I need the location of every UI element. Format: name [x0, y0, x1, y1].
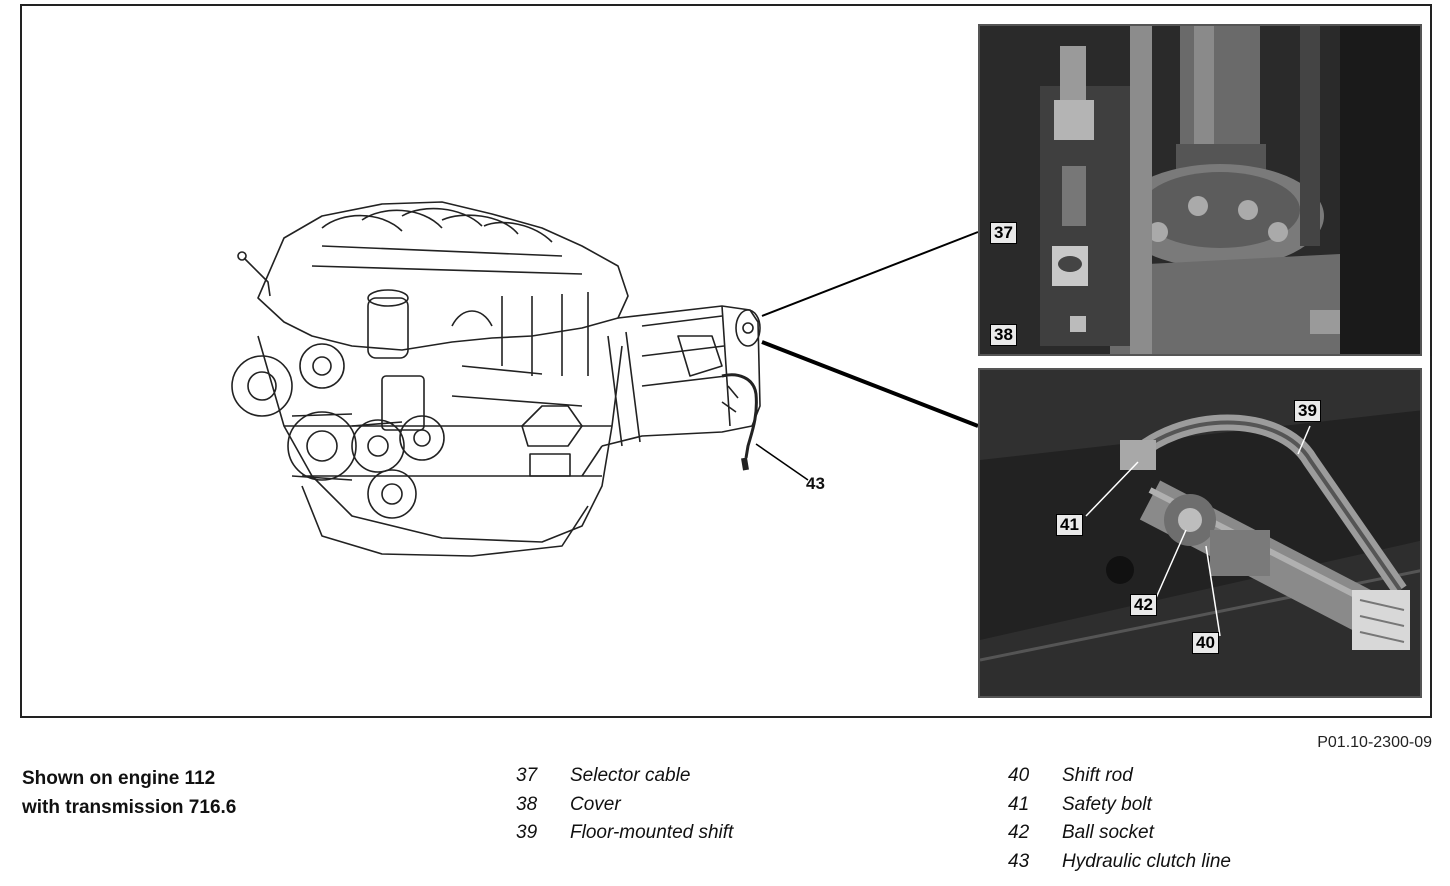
callout-37: 37: [990, 222, 1017, 244]
legend-label: Hydraulic clutch line: [1062, 850, 1231, 872]
legend-item: 37 Selector cable: [516, 762, 733, 791]
legend-number: 43: [1008, 850, 1030, 872]
legend-number: 38: [516, 793, 538, 815]
legend-label: Cover: [570, 793, 621, 815]
caption-line-1: Shown on engine 112: [22, 768, 216, 789]
figure-caption: Shown on engine 112 with transmission 71…: [22, 764, 236, 822]
legend-item: 38 Cover: [516, 791, 733, 820]
callout-43: 43: [806, 474, 825, 493]
callout-41: 41: [1056, 514, 1083, 536]
legend-column-1: 37 Selector cable 38 Cover 39 Floor-mounted…: [516, 762, 733, 848]
photo-selector-cable: 37 38: [978, 24, 1422, 356]
callout-38: 38: [990, 324, 1017, 346]
legend-label: Selector cable: [570, 765, 691, 786]
legend-number: 40: [1008, 765, 1030, 786]
callout-40: 40: [1192, 632, 1219, 654]
engine-transmission-drawing: [231, 201, 979, 557]
legend-item: 39 Floor-mounted shift: [516, 819, 733, 848]
photo-selector-cable-illustration: [980, 26, 1420, 354]
caption-line-2: with transmission 716.6: [22, 797, 237, 818]
photo-floor-shift: 39 41 42 40: [978, 368, 1422, 698]
legend-number: 41: [1008, 793, 1030, 815]
legend-label: Safety bolt: [1062, 793, 1152, 815]
legend-label: Floor-mounted shift: [570, 822, 734, 843]
figure-code: P01.10-2300-09: [1317, 734, 1432, 751]
legend-item: 40 Shift rod: [1008, 762, 1231, 791]
legend-label: Shift rod: [1062, 765, 1133, 786]
legend-number: 39: [516, 822, 538, 843]
legend-label: Ball socket: [1062, 822, 1154, 843]
diagram-frame: 43: [20, 4, 1432, 718]
callout-42: 42: [1130, 594, 1157, 616]
legend-item: 43 Hydraulic clutch line: [1008, 848, 1231, 877]
legend-number: 37: [516, 765, 538, 786]
legend-item: 41 Safety bolt: [1008, 791, 1231, 820]
legend-item: 42 Ball socket: [1008, 819, 1231, 848]
callout-39: 39: [1294, 400, 1321, 422]
legend-number: 42: [1008, 822, 1030, 843]
